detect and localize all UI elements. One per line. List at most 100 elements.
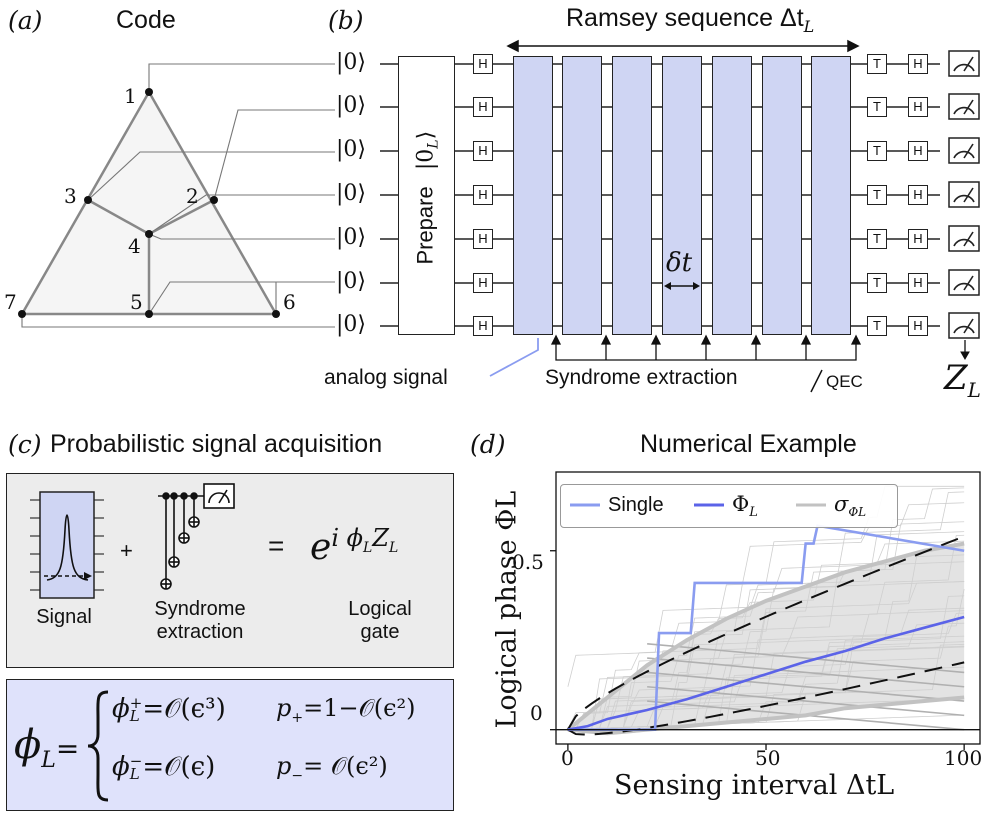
t-gate: T [867,54,887,74]
ket-1: |0⟩ [336,93,366,118]
panel-d-label: (d) [470,430,506,459]
h-gate: H [908,316,928,336]
theory-upper-dashed [567,535,965,731]
sigma-upper-line [566,541,965,732]
ramsey-arrow [506,39,860,53]
trajectory-trace [567,645,965,730]
trajectory-trace [567,531,965,687]
zl-arrow [960,340,970,361]
sensing-block [562,56,602,335]
logical-gate-formula: ei ϕLZL [310,524,399,568]
h-gate: H [473,54,493,74]
h-gate: H [908,54,928,74]
signal-block [30,491,104,599]
h-gate: H [908,141,928,161]
series-lines [566,524,965,736]
vertex-label-3: 3 [64,184,77,208]
trajectory-trace [567,534,965,730]
ket-0: |0⟩ [336,50,366,75]
y-tick-label: 0.5 [512,550,544,574]
sensing-block [762,56,802,335]
h-gate: H [473,97,493,117]
t-gate: T [867,97,887,117]
trajectory-trace [567,561,965,730]
color-code-triangle [18,63,335,328]
panel-a-label: (a) [8,6,43,35]
trajectory-trace [567,491,965,730]
ket-3: |0⟩ [336,181,366,206]
ket-6: |0⟩ [336,312,366,337]
panel-c-label: (c) [8,430,42,459]
prepare-block: Prepare |0L⟩ [398,56,455,335]
ket-4: |0⟩ [336,225,366,250]
y-axis-label: Logical phase ΦL [491,490,523,729]
h-gate: H [908,185,928,205]
trajectory-guide [647,671,965,702]
trajectory-guide [647,642,965,674]
trajectory-guide [647,685,965,717]
sigma-band [567,543,965,734]
trajectory-trace [567,502,965,730]
y-tick-label: 0 [530,701,543,725]
sensing-block [513,56,553,335]
t-gate: T [867,141,887,161]
syndrome-arrows [550,334,862,361]
phi-mean-line [567,615,965,731]
t-gate: T [867,229,887,249]
panel-d-title: Numerical Example [640,430,857,458]
syndrome-circuit [158,483,235,590]
axes [550,550,980,750]
legend-label-phi: ΦL [732,492,758,521]
panel-b-title: Ramsey sequence ΔtL [566,4,815,36]
legend-label-single: Single [608,494,664,516]
legend-swatches [570,503,826,507]
panel-a-title: Code [116,6,176,34]
vertex-dots [18,88,280,318]
h-gate: H [473,185,493,205]
case-minus: ϕ−L=𝒪(ϵ) [112,752,216,783]
trajectory-trace [567,641,965,730]
equals-sign: = [268,530,285,561]
vertex-label-1: 1 [124,84,137,108]
syndrome-extraction-label: Syndrome extraction [545,366,738,389]
signal-caption: Signal [36,606,92,628]
panel-b-label: (b) [328,6,364,35]
legend-label-sigma: σΦL [834,492,867,520]
h-gate: H [473,316,493,336]
h-gate: H [908,273,928,293]
phi-l-symbol: ϕL= [14,722,80,773]
h-gate: H [908,97,928,117]
vertex-label-2: 2 [186,184,199,208]
x-tick-label: 50 [755,746,781,770]
x-tick-label: 0 [561,746,574,770]
vertex-label-7: 7 [4,290,17,314]
single-trajectory-line [567,524,965,731]
analog-signal-line [489,338,539,377]
ket-5: |0⟩ [336,269,366,294]
zl-label: ZL [944,358,981,402]
panel-c-title: Probabilistic signal acquisition [50,430,383,458]
t-gate: T [867,185,887,205]
h-gate: H [473,141,493,161]
qubit-connectors [21,63,335,328]
x-axis-label: Sensing interval ΔtL [614,770,895,801]
vertex-label-4: 4 [128,234,141,258]
plus-sign: + [120,538,133,563]
h-gate: H [908,229,928,249]
vertex-label-5: 5 [130,290,143,314]
chart-legend [560,484,898,528]
trajectory-guide [647,657,965,688]
sensing-block [612,56,652,335]
t-gate: T [867,273,887,293]
sensing-block [712,56,752,335]
sensing-block [811,56,851,335]
acquisition-diagram [30,483,235,599]
trajectory-trace [567,581,965,730]
qec-label: QEC [826,372,863,391]
analog-signal-label: analog signal [324,366,448,389]
case-minus-probability: p−= 𝒪(ϵ²) [276,752,388,784]
vertex-label-6: 6 [283,290,296,314]
case-brace [87,690,109,802]
